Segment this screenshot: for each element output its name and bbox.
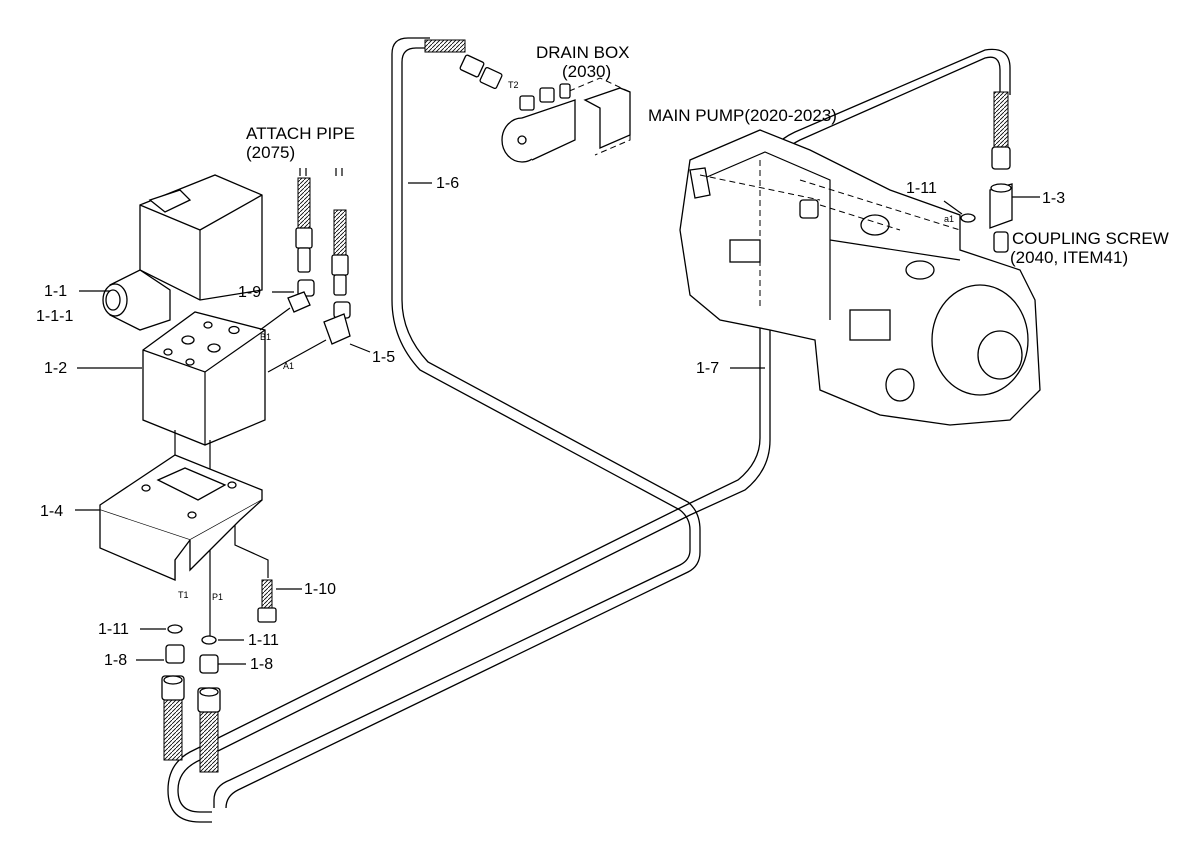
callout-1-7: 1-7 (696, 360, 719, 377)
pump-side-fittings (960, 91, 1013, 253)
hose-1-6 (213, 37, 701, 809)
callout-1-3: 1-3 (1042, 190, 1065, 207)
o-ring-right (201, 635, 217, 645)
elbow-fitting-1-9 (259, 279, 315, 331)
callout-1-6: 1-6 (436, 175, 459, 192)
port-b1: B1 (260, 332, 271, 342)
callout-1-2: 1-2 (44, 360, 67, 377)
drain-box-number: (2030) (562, 62, 611, 81)
hose-1-7 (167, 48, 1011, 823)
screw (257, 579, 277, 623)
port-t2: T2 (508, 80, 519, 90)
coupling-screw-title: COUPLING SCREW (1012, 229, 1169, 248)
adapter-left (165, 644, 185, 664)
callout-1-11-top: 1-11 (906, 180, 937, 197)
callout-1-1: 1-1 (44, 283, 67, 300)
callout-1-10: 1-10 (304, 581, 336, 598)
callout-1-4: 1-4 (40, 503, 63, 520)
solenoid-valve (102, 174, 263, 331)
hose-end-left (161, 675, 185, 761)
port-t1: T1 (178, 590, 189, 600)
coupling-screw-number: (2040, ITEM41) (1010, 248, 1128, 267)
callout-1-9: 1-9 (238, 284, 261, 301)
attach-pipe-hoses (295, 168, 349, 296)
o-ring-left (167, 624, 183, 634)
elbow-fitting-1-5 (267, 301, 351, 373)
callout-1-5: 1-5 (372, 349, 395, 366)
callout-1-1-1: 1-1-1 (36, 308, 73, 325)
callout-1-11-left: 1-11 (98, 621, 129, 638)
valve-block (142, 311, 266, 446)
hose-end-right (197, 687, 221, 773)
port-p1: P1 (212, 592, 223, 602)
callout-1-11-right: 1-11 (248, 632, 279, 649)
drain-box-title: DRAIN BOX (536, 43, 630, 62)
drain-box (424, 39, 631, 163)
leader-lines (75, 182, 1040, 665)
mounting-bracket (99, 454, 263, 581)
attach-pipe-number: (2075) (246, 143, 295, 162)
adapter-right (199, 654, 219, 674)
main-pump (679, 129, 1041, 426)
attach-pipe-title: ATTACH PIPE (246, 124, 355, 143)
callout-1-8-right: 1-8 (250, 656, 273, 673)
guide-line (234, 520, 269, 578)
callout-1-8-left: 1-8 (104, 652, 127, 669)
port-a1: A1 (283, 361, 294, 371)
main-pump-title: MAIN PUMP(2020-2023) (648, 106, 837, 125)
port-a1-pump: a1 (944, 214, 954, 224)
